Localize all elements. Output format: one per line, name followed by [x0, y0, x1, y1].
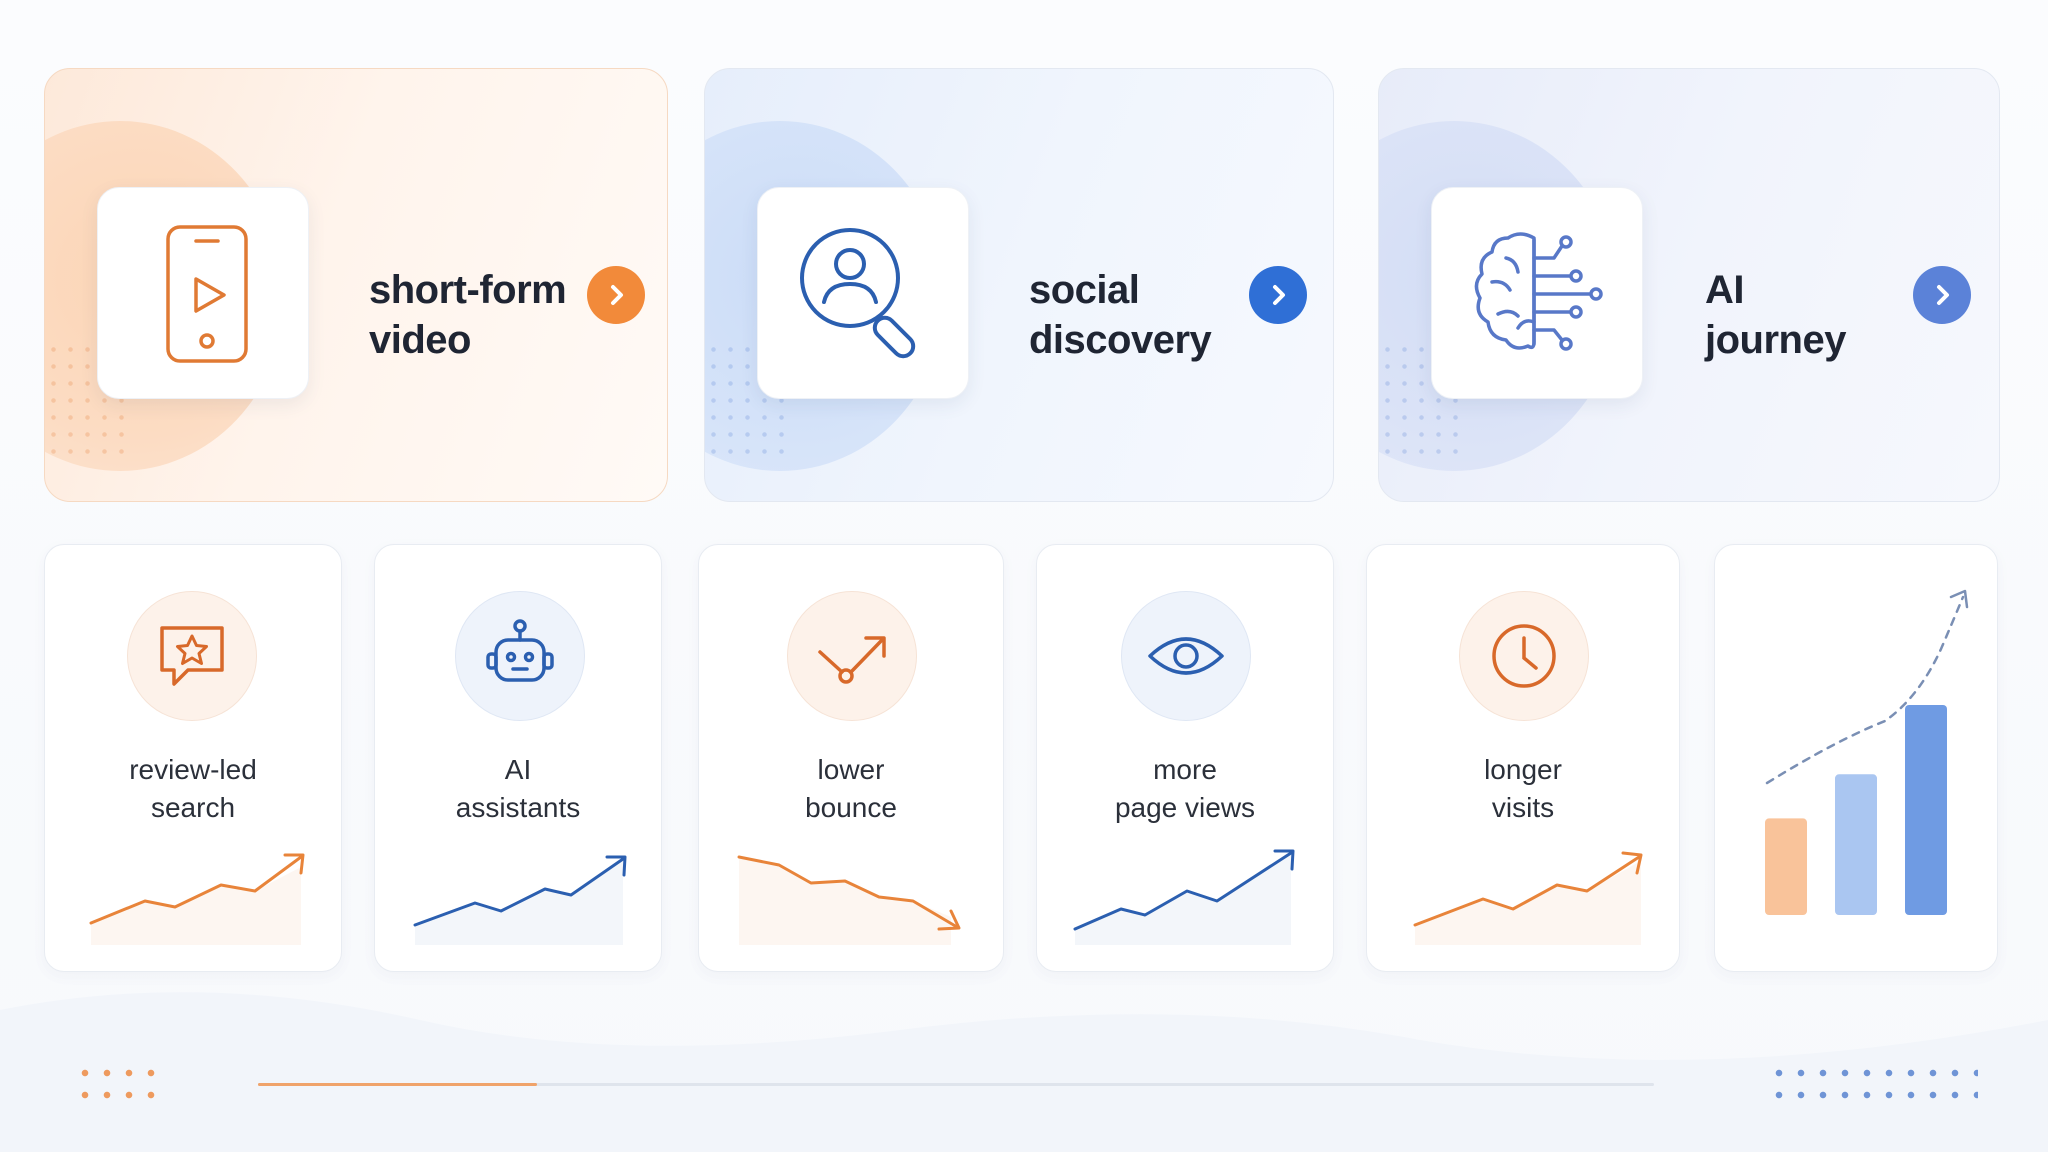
- feature-icon-box: [1431, 187, 1643, 399]
- growth-bar-2: [1835, 774, 1877, 915]
- feature-icon-box: [97, 187, 309, 399]
- feature-card-social-discovery[interactable]: social discovery: [704, 68, 1334, 502]
- brain-circuit-icon: [1474, 232, 1603, 351]
- next-button[interactable]: [1249, 266, 1307, 324]
- arrow-head-icon: [1949, 589, 1969, 609]
- feature-title: social discovery: [1029, 268, 1212, 362]
- metric-label: longer visits: [1484, 754, 1562, 823]
- metric-label: more page views: [1114, 754, 1256, 823]
- metric-icon-circle: [127, 591, 257, 721]
- eye-icon: [1148, 637, 1224, 675]
- robot-icon: [486, 619, 554, 682]
- metric-card-lower-bounce[interactable]: lower bounce: [698, 544, 1004, 972]
- trend-up-line: [1073, 849, 1295, 945]
- growth-chart-card: [1714, 544, 1998, 972]
- trend-up-line: [89, 853, 305, 945]
- metric-card-more-page-views[interactable]: more page views: [1036, 544, 1334, 972]
- bounce-arrow-icon: [818, 636, 886, 684]
- trend-up-line: [1413, 851, 1643, 945]
- progress-track: [258, 1083, 1654, 1086]
- metric-card-review-led-search[interactable]: review-led search: [44, 544, 342, 972]
- feature-title: AI journey: [1705, 268, 1846, 362]
- smartphone-play-icon: [166, 225, 248, 363]
- metric-label: lower bounce: [805, 754, 897, 823]
- feature-card-ai-journey[interactable]: AI journey: [1378, 68, 2000, 502]
- decorative-wave: [0, 992, 2048, 1152]
- growth-bar-1: [1765, 818, 1807, 915]
- chevron-right-icon: [1273, 285, 1285, 305]
- feature-card-short-form-video[interactable]: short-form video: [44, 68, 668, 502]
- star-review-icon: [160, 626, 224, 686]
- decorative-dots-blue: [1768, 1062, 1978, 1106]
- metric-icon-circle: [1121, 591, 1251, 721]
- growth-bar-chart: [1765, 589, 1969, 915]
- metric-icon-circle: [787, 591, 917, 721]
- metric-card-ai-assistants[interactable]: AI assistants: [374, 544, 662, 972]
- growth-bar-3: [1905, 705, 1947, 915]
- progress-fill: [258, 1083, 538, 1086]
- metric-icon-circle: [1459, 591, 1589, 721]
- metric-icon-circle: [455, 591, 585, 721]
- feature-title: short-form video: [369, 268, 567, 362]
- metric-label: review-led search: [129, 754, 257, 823]
- metric-card-longer-visits[interactable]: longer visits: [1366, 544, 1680, 972]
- trend-down-line: [737, 855, 961, 945]
- metric-label: AI assistants: [455, 754, 581, 823]
- trend-up-line: [413, 855, 627, 945]
- next-button[interactable]: [587, 266, 645, 324]
- clock-icon: [1492, 624, 1556, 688]
- chevron-right-icon: [1937, 285, 1949, 305]
- person-search-icon: [800, 228, 916, 359]
- feature-icon-box: [757, 187, 969, 399]
- next-button[interactable]: [1913, 266, 1971, 324]
- decorative-dots-orange: [74, 1062, 164, 1106]
- chevron-right-icon: [611, 285, 623, 305]
